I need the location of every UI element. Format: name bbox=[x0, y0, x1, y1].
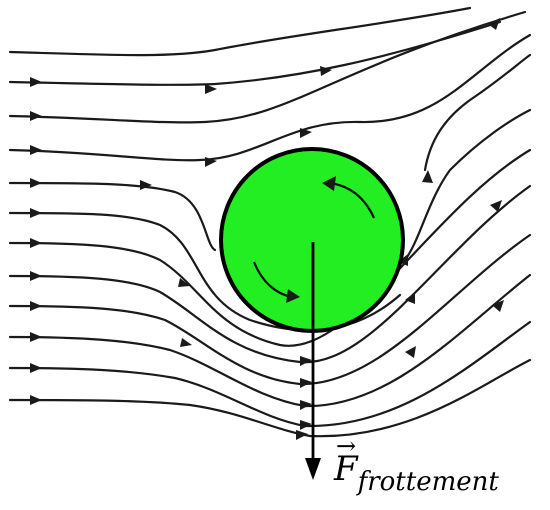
flow-arrow-icon bbox=[205, 157, 217, 167]
flow-arrow-icon bbox=[30, 77, 42, 87]
flow-arrow-icon bbox=[300, 400, 312, 410]
flow-arrow-icon bbox=[422, 170, 433, 183]
flow-arrow-icon bbox=[180, 338, 192, 347]
streamline bbox=[8, 358, 532, 438]
force-subscript: frottement bbox=[357, 467, 499, 497]
streamlines bbox=[8, 6, 532, 438]
vector-mark: → bbox=[336, 432, 357, 460]
streamline bbox=[8, 148, 532, 347]
flow-arrow-icon bbox=[30, 238, 42, 248]
flow-arrow-icon bbox=[30, 301, 42, 311]
flow-arrow-icon bbox=[296, 430, 308, 440]
flow-arrow-icon bbox=[300, 420, 312, 430]
flow-arrow-icon bbox=[30, 395, 42, 405]
flow-arrow-icon bbox=[405, 346, 416, 358]
streamline bbox=[403, 108, 532, 262]
flow-arrow-icon bbox=[30, 363, 42, 373]
streamline bbox=[8, 181, 217, 252]
flow-arrow-icon bbox=[492, 300, 504, 312]
flow-arrow-icon bbox=[300, 378, 312, 388]
rotation-arrows-icon bbox=[252, 176, 376, 303]
flow-arrow-icon bbox=[320, 66, 332, 76]
flow-arrow-icon bbox=[300, 128, 312, 138]
streamline bbox=[423, 53, 532, 172]
rotation-arrowhead-lower bbox=[286, 289, 300, 303]
flow-arrow-icon bbox=[30, 178, 42, 188]
flow-arrow-icon bbox=[30, 332, 42, 342]
flow-arrow-icon bbox=[140, 180, 152, 190]
force-symbol: F bbox=[334, 449, 358, 489]
streamline bbox=[8, 6, 472, 57]
flow-arrow-icon bbox=[178, 278, 190, 287]
streamline bbox=[8, 273, 532, 408]
flow-arrow-icon bbox=[490, 200, 502, 212]
flow-arrow-icon bbox=[30, 271, 42, 281]
flow-arrow-icon bbox=[488, 18, 500, 30]
flow-arrow-icon bbox=[300, 356, 312, 366]
friction-force-arrow-icon bbox=[305, 242, 321, 480]
streamline bbox=[8, 20, 502, 86]
flow-arrow-icon bbox=[30, 145, 42, 155]
force-symbol-wrap: → F bbox=[334, 434, 358, 489]
flow-arrow-icon bbox=[405, 292, 415, 304]
streamline bbox=[8, 10, 527, 124]
force-label: → F frottement bbox=[334, 434, 499, 497]
streamline bbox=[8, 33, 532, 162]
flow-arrow-icon bbox=[30, 111, 42, 121]
streamline bbox=[8, 320, 532, 428]
streamline bbox=[8, 233, 532, 386]
rotation-arrowhead-upper bbox=[322, 176, 336, 191]
force-arrowhead bbox=[305, 458, 321, 480]
flow-arrow-icon bbox=[205, 84, 217, 94]
flow-arrowheads bbox=[30, 18, 504, 440]
streamline bbox=[8, 184, 532, 364]
flow-arrow-icon bbox=[30, 208, 42, 218]
